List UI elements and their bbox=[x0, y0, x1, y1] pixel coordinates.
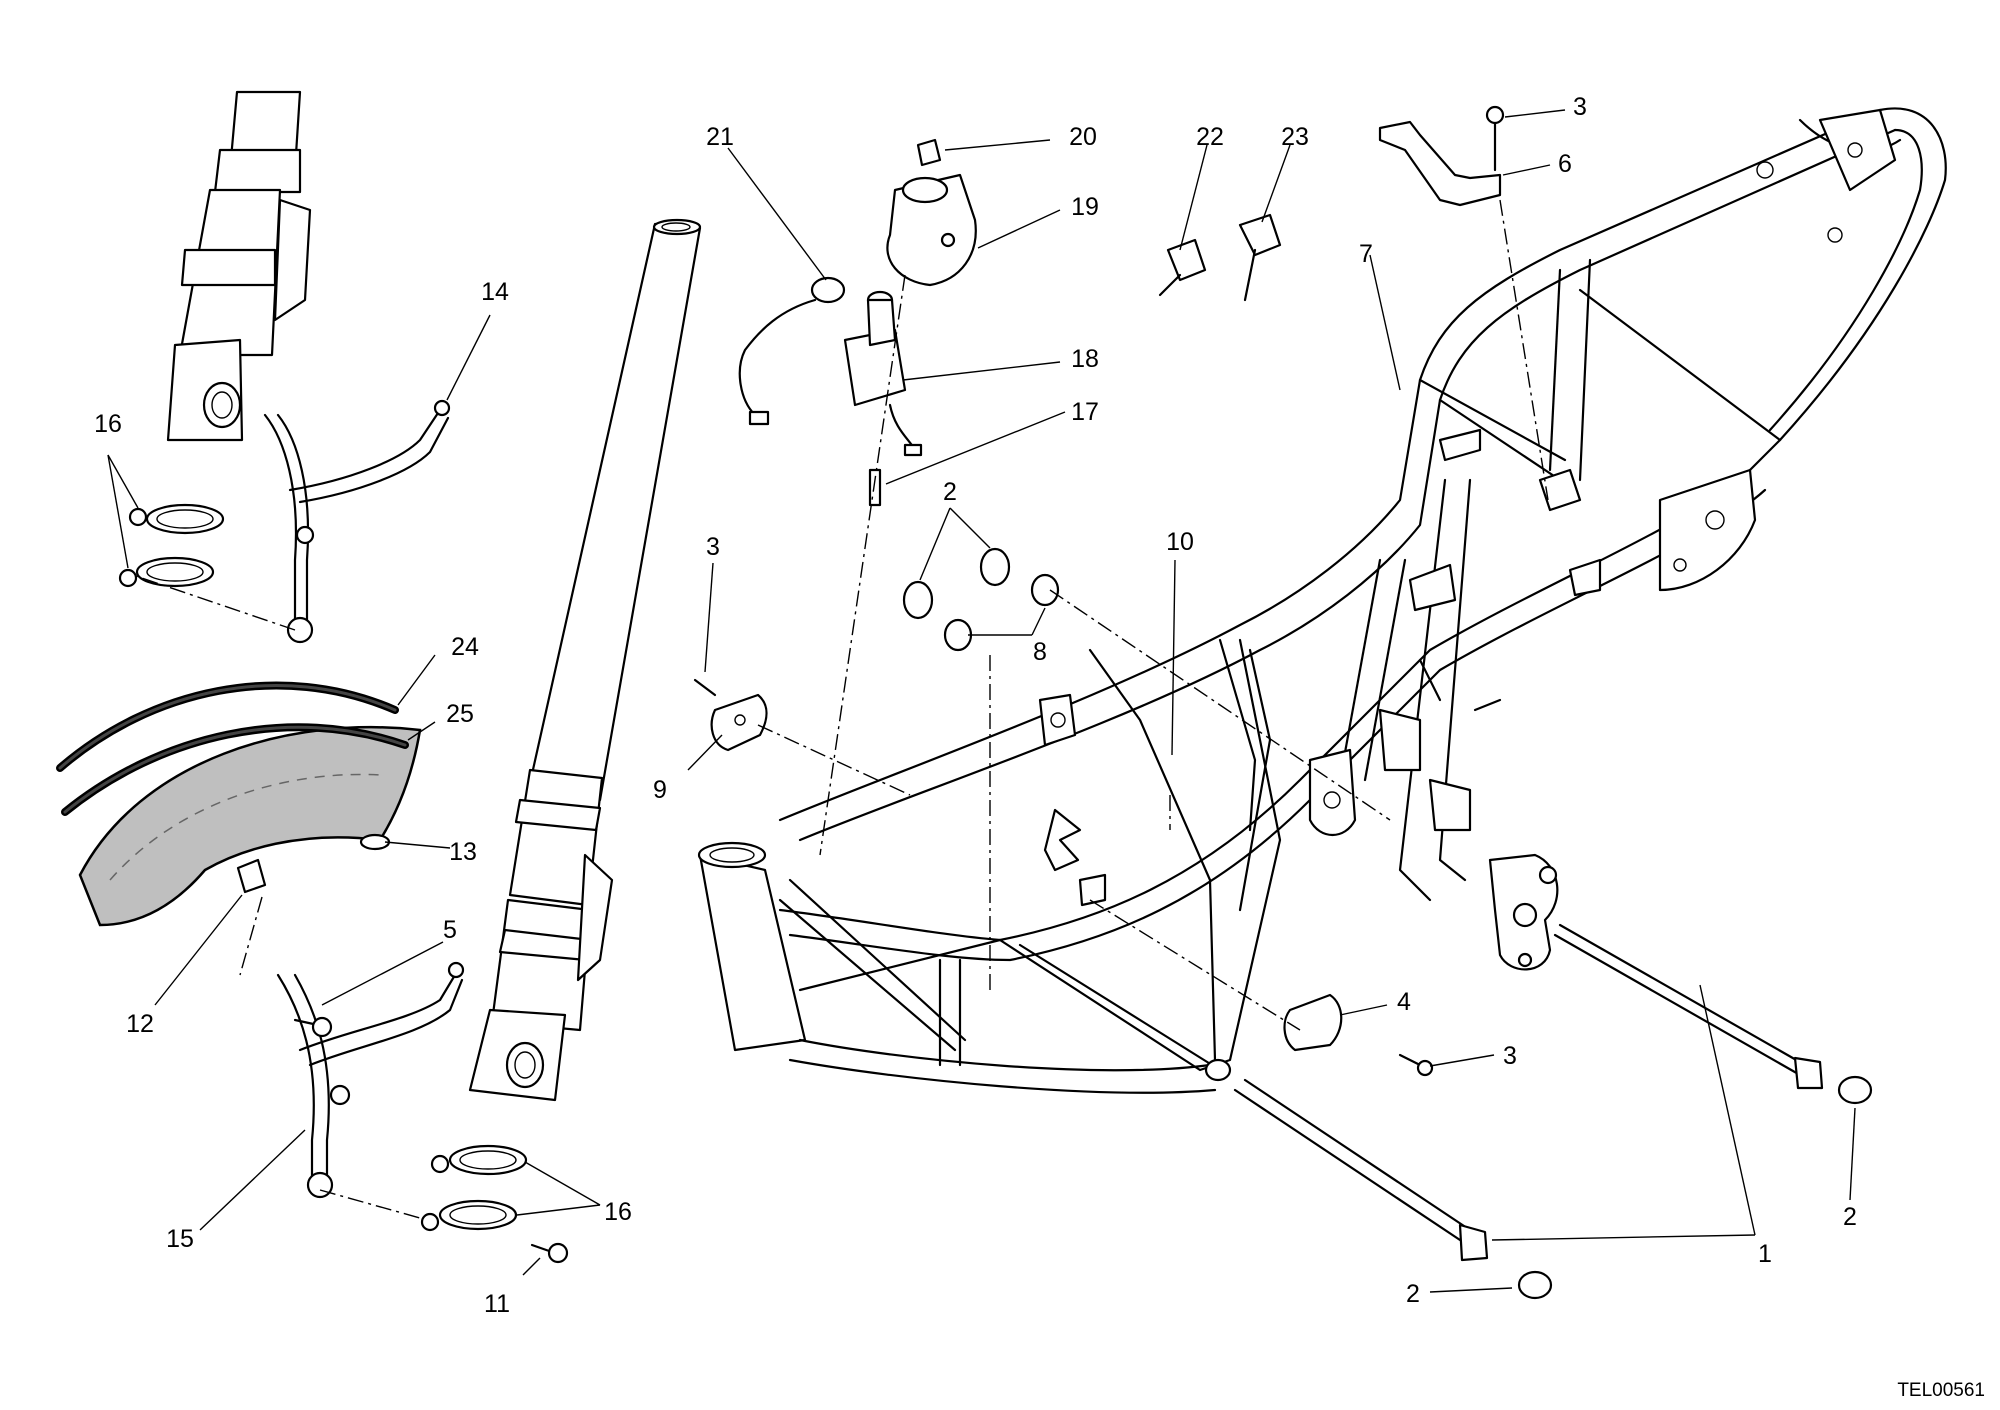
callout-18: 18 bbox=[1071, 345, 1099, 373]
callout-25: 25 bbox=[446, 700, 474, 728]
screw-5 bbox=[293, 1016, 333, 1038]
callout-3: 3 bbox=[1503, 1042, 1517, 1070]
callout-16: 16 bbox=[604, 1198, 632, 1226]
callout-12: 12 bbox=[126, 1010, 154, 1038]
callout-labels: 1 2 2 2 3 3 3 4 5 6 7 8 9 10 11 12 13 14… bbox=[94, 93, 1857, 1318]
pin-17 bbox=[868, 468, 882, 507]
key-23 bbox=[1238, 213, 1282, 302]
ignition-switch-18 bbox=[843, 290, 923, 457]
nut-20 bbox=[916, 138, 942, 167]
callout-23: 23 bbox=[1281, 123, 1309, 151]
callout-13: 13 bbox=[449, 838, 477, 866]
callout-19: 19 bbox=[1071, 193, 1099, 221]
bracket-4 bbox=[1283, 993, 1434, 1077]
callout-7: 7 bbox=[1359, 240, 1373, 268]
ignition-cover-19 bbox=[886, 173, 977, 287]
wiring-21 bbox=[738, 276, 846, 426]
callout-4: 4 bbox=[1397, 988, 1411, 1016]
callout-11: 11 bbox=[484, 1290, 510, 1318]
clamp-rings-lower bbox=[420, 1144, 528, 1232]
clamp-rings-upper bbox=[118, 503, 225, 588]
callout-22: 22 bbox=[1196, 123, 1224, 151]
callout-15: 15 bbox=[166, 1225, 194, 1253]
brake-line-bracket-upper bbox=[263, 399, 451, 644]
callout-16: 16 bbox=[94, 410, 122, 438]
callout-24: 24 bbox=[451, 633, 479, 661]
callout-2: 2 bbox=[1843, 1203, 1857, 1231]
hose-clip-12 bbox=[236, 858, 267, 894]
rubber-bushes bbox=[902, 547, 1060, 652]
assembly-dashed-lines bbox=[132, 199, 1549, 1219]
main-fork-leg bbox=[468, 218, 702, 1102]
callout-20: 20 bbox=[1069, 123, 1097, 151]
upper-fork-leg bbox=[166, 90, 312, 442]
callout-8: 8 bbox=[1033, 638, 1047, 666]
callout-3: 3 bbox=[706, 533, 720, 561]
screw-11 bbox=[530, 1242, 569, 1264]
key-22 bbox=[1158, 238, 1207, 297]
callout-14: 14 bbox=[481, 278, 509, 306]
callout-2: 2 bbox=[943, 478, 957, 506]
callout-17: 17 bbox=[1071, 398, 1099, 426]
callout-21: 21 bbox=[706, 123, 734, 151]
callout-3: 3 bbox=[1573, 93, 1587, 121]
figure-code: TEL00561 bbox=[1897, 1380, 1985, 1401]
end-caps bbox=[1517, 1075, 1873, 1300]
motorcycle-frame bbox=[697, 107, 1947, 1094]
bracket-9 bbox=[693, 678, 768, 752]
callout-6: 6 bbox=[1558, 150, 1572, 178]
brake-hoses bbox=[56, 681, 409, 816]
callout-10: 10 bbox=[1166, 528, 1194, 556]
callout-1: 1 bbox=[1758, 1240, 1772, 1268]
callout-2: 2 bbox=[1406, 1280, 1420, 1308]
callout-5: 5 bbox=[443, 916, 457, 944]
leader-lines bbox=[107, 109, 1856, 1293]
callout-9: 9 bbox=[653, 776, 667, 804]
mounting-spindles bbox=[1204, 923, 1824, 1262]
plate-6 bbox=[1378, 105, 1505, 207]
front-mudguard bbox=[78, 726, 422, 927]
